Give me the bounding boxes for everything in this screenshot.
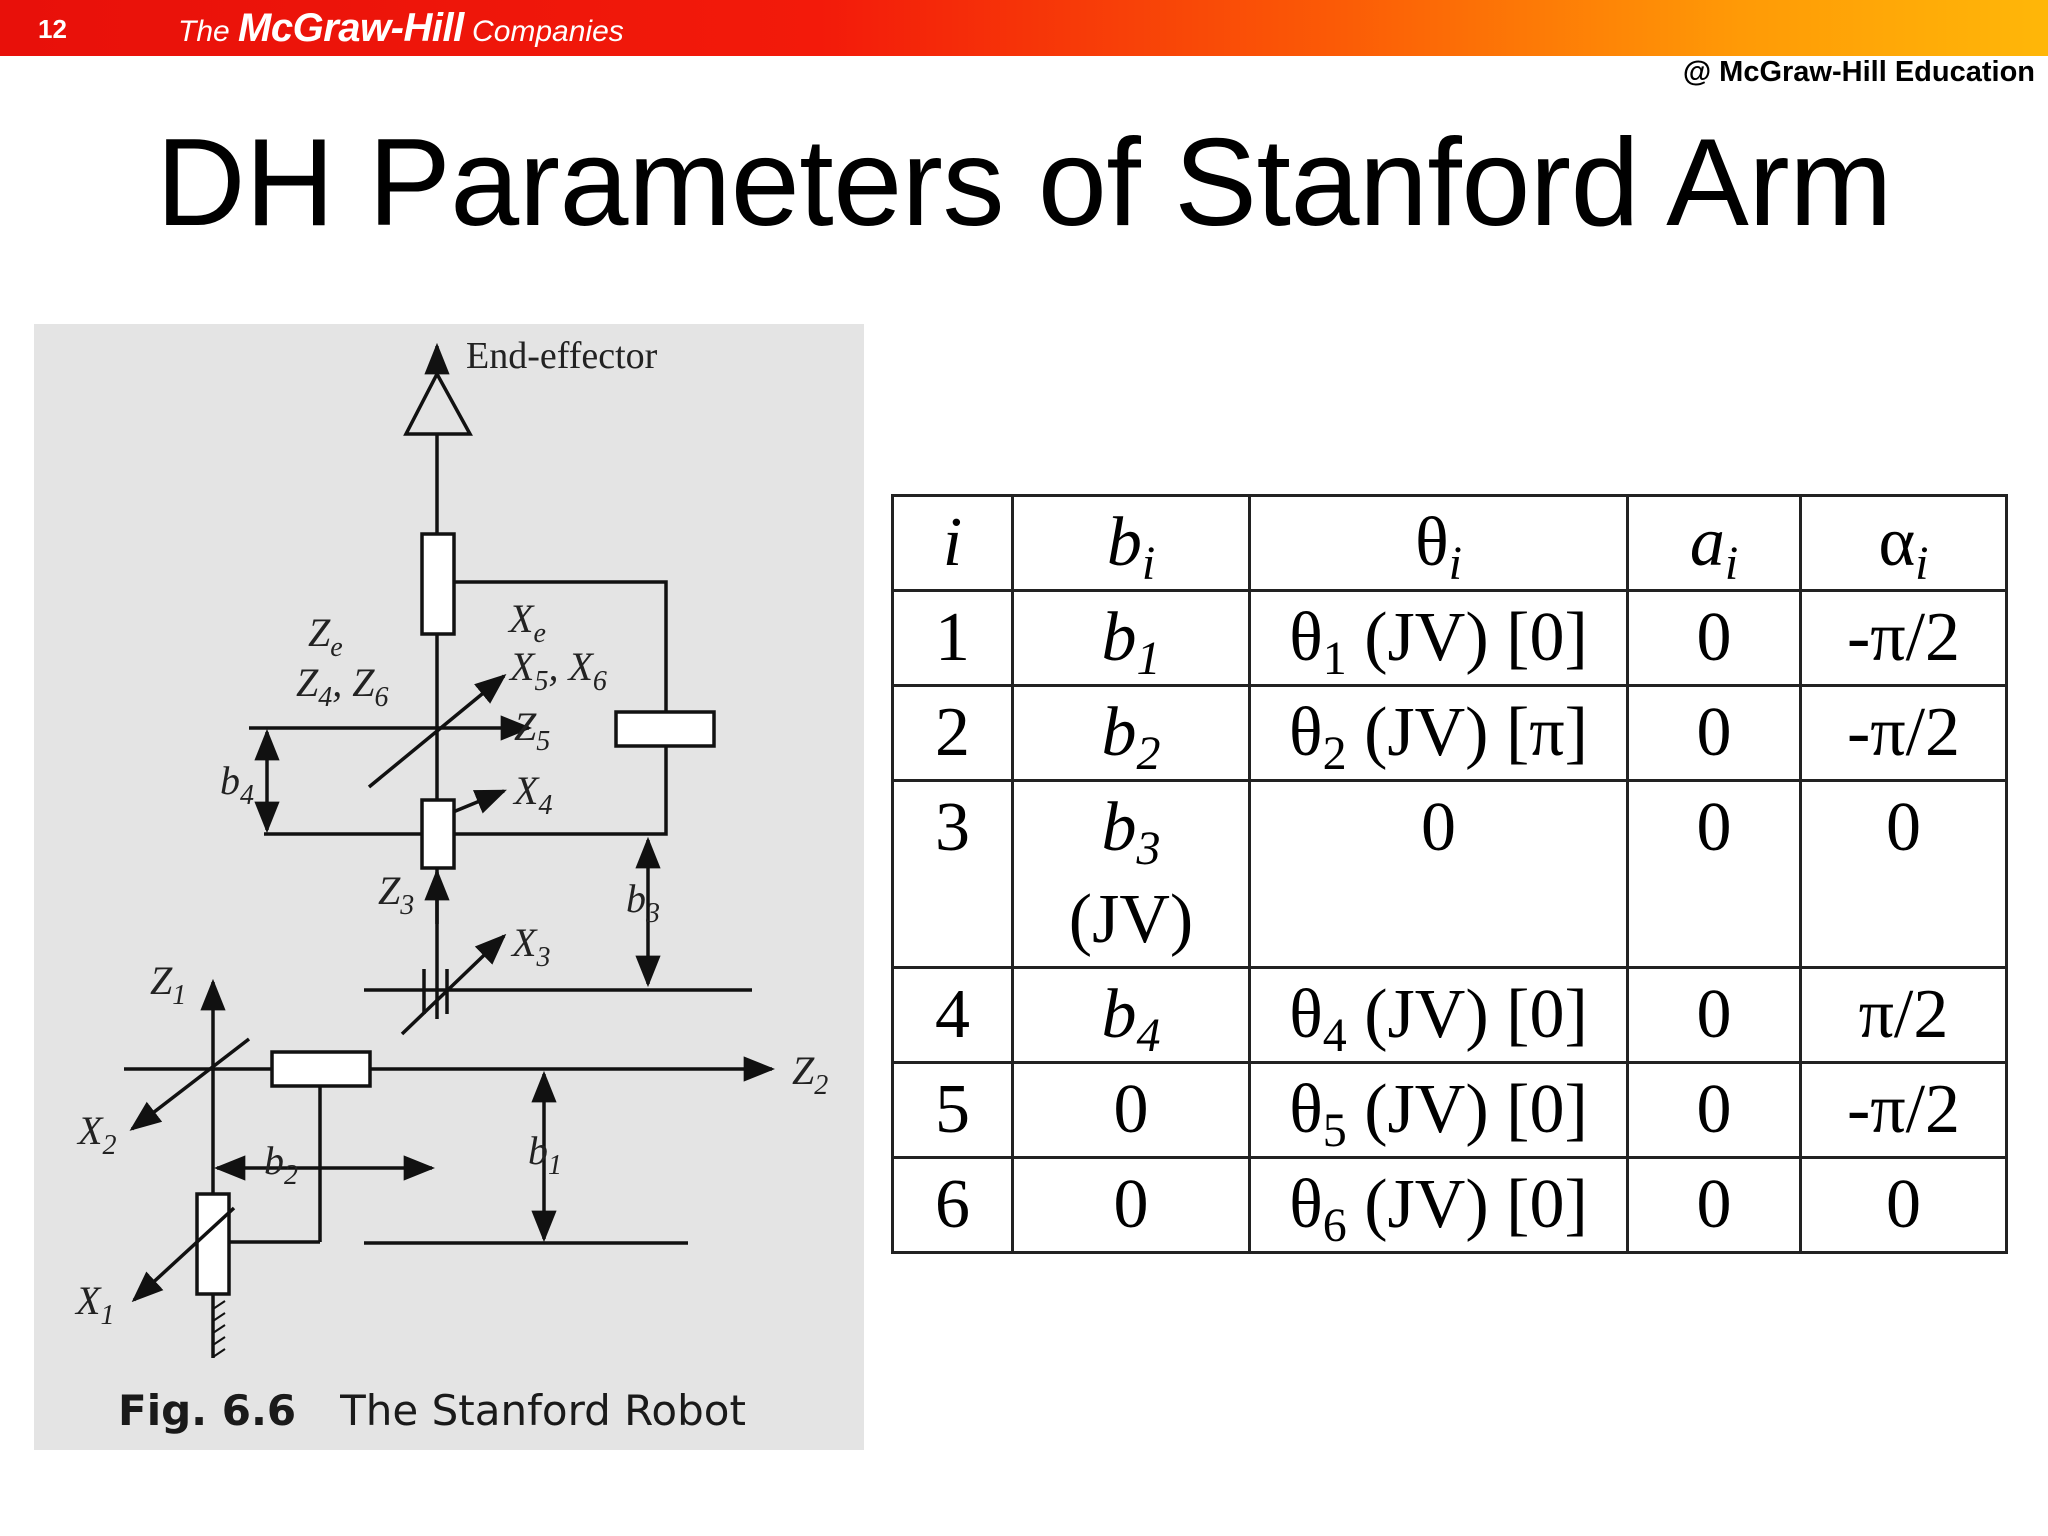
cell-alpha: -π/2 bbox=[1799, 684, 2008, 782]
slide-title: DH Parameters of Stanford Arm bbox=[156, 114, 1892, 252]
header-b: bi bbox=[1011, 494, 1251, 592]
caption-text: The Stanford Robot bbox=[340, 1386, 746, 1435]
cell-a: 0 bbox=[1626, 589, 1802, 687]
cell-i: 3 bbox=[891, 779, 1014, 969]
dh-parameter-table: i bi θi ai αi 1 b1 θ1 (JV) [0] 0 -π/2 2 … bbox=[891, 494, 2008, 1254]
svg-text:Z1: Z1 bbox=[150, 958, 186, 1011]
svg-text:X2: X2 bbox=[76, 1108, 116, 1161]
svg-text:Xe: Xe bbox=[507, 596, 546, 649]
header-alpha: αi bbox=[1799, 494, 2008, 592]
table-row: 4 b4 θ4 (JV) [0] 0 π/2 bbox=[891, 966, 2008, 1064]
svg-text:b3: b3 bbox=[626, 876, 660, 929]
svg-text:Z3: Z3 bbox=[378, 868, 414, 921]
cell-i: 1 bbox=[891, 589, 1014, 687]
cell-b: b4 bbox=[1011, 966, 1251, 1064]
logo-name: McGraw-Hill bbox=[238, 6, 464, 50]
table-row: 5 0 θ5 (JV) [0] 0 -π/2 bbox=[891, 1061, 2008, 1159]
slide-number: 12 bbox=[38, 14, 67, 44]
end-effector-label: End-effector bbox=[466, 335, 658, 377]
svg-text:X5, X6: X5, X6 bbox=[508, 644, 607, 697]
cell-a: 0 bbox=[1626, 779, 1802, 969]
cell-theta: θ6 (JV) [0] bbox=[1248, 1156, 1629, 1254]
svg-text:X1: X1 bbox=[74, 1278, 114, 1331]
svg-text:Ze: Ze bbox=[308, 610, 343, 663]
cell-b: b1 bbox=[1011, 589, 1251, 687]
publisher-logo: The McGraw-Hill Companies bbox=[178, 6, 624, 51]
cell-a: 0 bbox=[1626, 1061, 1802, 1159]
cell-alpha: 0 bbox=[1799, 779, 2008, 969]
cell-theta: θ1 (JV) [0] bbox=[1248, 589, 1629, 687]
stanford-robot-diagram: End-effector Xe Ze Z4, Z6 X5, X6 Z5 b4 X… bbox=[74, 335, 828, 1358]
header-banner: 12 The McGraw-Hill Companies bbox=[0, 0, 2048, 56]
cell-theta: θ2 (JV) [π] bbox=[1248, 684, 1629, 782]
table-header-row: i bi θi ai αi bbox=[891, 494, 2008, 592]
caption-number: Fig. 6.6 bbox=[118, 1386, 297, 1435]
svg-text:Z4, Z6: Z4, Z6 bbox=[296, 660, 389, 713]
cell-b: 0 bbox=[1011, 1156, 1251, 1254]
cell-theta: θ5 (JV) [0] bbox=[1248, 1061, 1629, 1159]
svg-text:b2: b2 bbox=[264, 1138, 298, 1191]
header-theta: θi bbox=[1248, 494, 1629, 592]
cell-a: 0 bbox=[1626, 966, 1802, 1064]
cell-i: 6 bbox=[891, 1156, 1014, 1254]
header-a: ai bbox=[1626, 494, 1802, 592]
svg-text:Z5: Z5 bbox=[514, 704, 550, 757]
cell-i: 4 bbox=[891, 966, 1014, 1064]
cell-a: 0 bbox=[1626, 684, 1802, 782]
cell-i: 2 bbox=[891, 684, 1014, 782]
cell-alpha: -π/2 bbox=[1799, 589, 2008, 687]
logo-the: The bbox=[178, 15, 239, 48]
cell-b: b2 bbox=[1011, 684, 1251, 782]
cell-theta: θ4 (JV) [0] bbox=[1248, 966, 1629, 1064]
copyright-notice: @ McGraw-Hill Education bbox=[1682, 56, 2035, 88]
figure-caption: Fig. 6.6 The Stanford Robot bbox=[118, 1386, 746, 1435]
svg-text:Z2: Z2 bbox=[792, 1048, 828, 1101]
svg-text:X4: X4 bbox=[512, 768, 552, 821]
svg-text:b1: b1 bbox=[528, 1128, 562, 1181]
stanford-robot-figure: End-effector Xe Ze Z4, Z6 X5, X6 Z5 b4 X… bbox=[34, 324, 864, 1450]
table-row: 6 0 θ6 (JV) [0] 0 0 bbox=[891, 1156, 2008, 1254]
table-row: 1 b1 θ1 (JV) [0] 0 -π/2 bbox=[891, 589, 2008, 687]
cell-a: 0 bbox=[1626, 1156, 1802, 1254]
table-row: 3 b3(JV) 0 0 0 bbox=[891, 779, 2008, 969]
header-i: i bbox=[891, 494, 1014, 592]
svg-text:X3: X3 bbox=[510, 920, 550, 973]
cell-b: b3(JV) bbox=[1011, 779, 1251, 969]
cell-b: 0 bbox=[1011, 1061, 1251, 1159]
cell-alpha: π/2 bbox=[1799, 966, 2008, 1064]
logo-companies: Companies bbox=[463, 15, 624, 48]
cell-i: 5 bbox=[891, 1061, 1014, 1159]
cell-alpha: -π/2 bbox=[1799, 1061, 2008, 1159]
cell-theta: 0 bbox=[1248, 779, 1629, 969]
cell-alpha: 0 bbox=[1799, 1156, 2008, 1254]
table-row: 2 b2 θ2 (JV) [π] 0 -π/2 bbox=[891, 684, 2008, 782]
svg-text:b4: b4 bbox=[220, 758, 254, 811]
